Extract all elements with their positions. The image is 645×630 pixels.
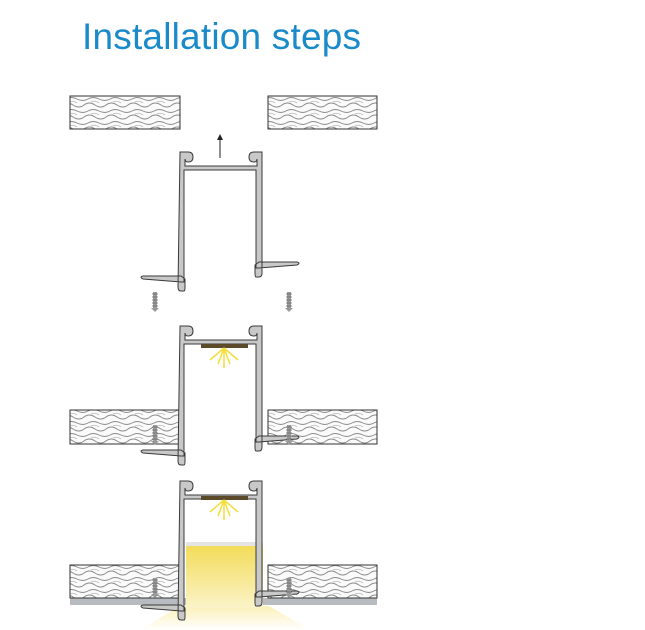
screw-icon	[150, 291, 160, 313]
step-2-screw-profile	[69, 325, 378, 466]
aluminium-profile	[140, 151, 300, 292]
diffuser	[186, 542, 263, 546]
ceiling-board-right	[267, 95, 378, 130]
screw-icon	[284, 291, 294, 313]
ceiling-board-left	[69, 95, 181, 130]
ceiling-board-left	[69, 409, 181, 445]
step-3-finished-installation	[69, 480, 378, 630]
up-arrow-icon	[217, 134, 223, 158]
page-title: Installation steps	[82, 16, 362, 57]
led-strip	[201, 496, 248, 520]
step-1-insert-profile	[69, 95, 378, 313]
ceiling-board-left	[69, 564, 181, 599]
led-strip	[201, 344, 248, 368]
light-glow	[186, 546, 263, 608]
